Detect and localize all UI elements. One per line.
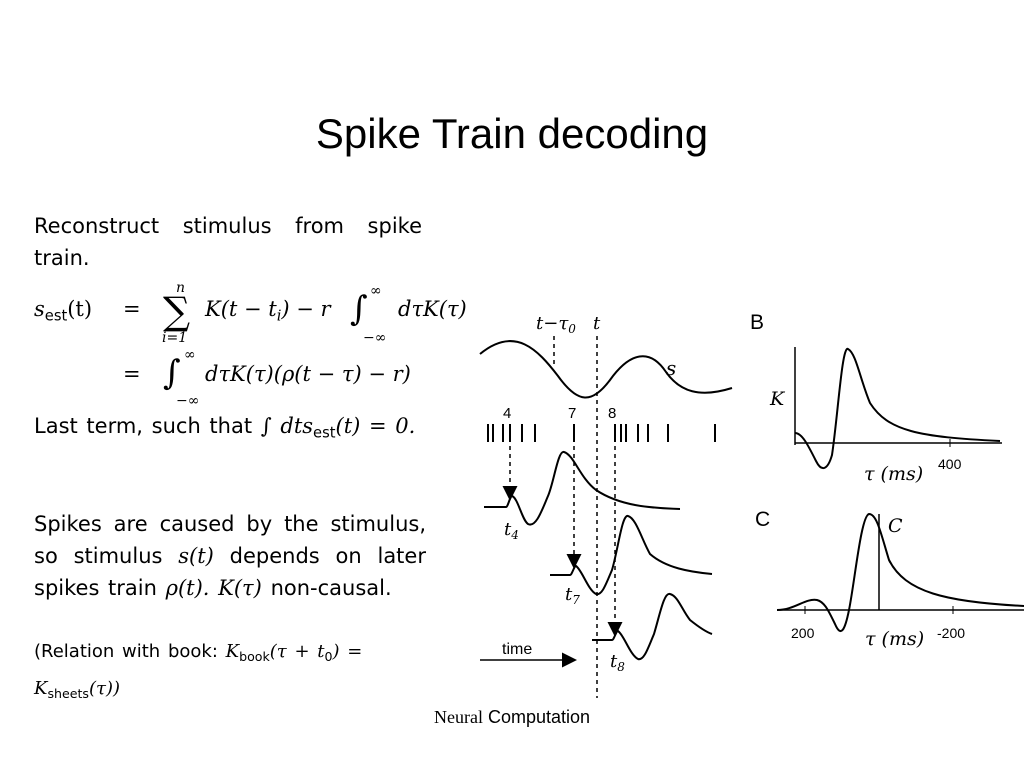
int2-upper: ∞ [184, 347, 196, 363]
panel-c: C C 200 τ (ms) -200 [755, 508, 1024, 650]
response-t8 [592, 593, 713, 661]
stimulus-curve [479, 340, 733, 399]
label-t-minus-tau0: t−τ0 [536, 313, 576, 336]
eq1-rhs-a: K(t − ti) − r [205, 297, 331, 325]
time-label: time [502, 641, 532, 658]
eq1-rhs-c: dτK(τ) [398, 297, 467, 321]
spike-index-8: 8 [608, 405, 616, 422]
int1-symbol: ∫ [350, 289, 368, 329]
int2-lower: −∞ [176, 393, 200, 409]
panel-c-tick-label-minus200: -200 [937, 625, 965, 641]
eq2-rhs: dτK(τ)(ρ(t − τ) − r) [205, 362, 411, 386]
panel-b: B K τ (ms) 400 [750, 311, 1002, 485]
decoding-diagram: t−τ0 t s 4 7 8 t4 t7 t8 time [479, 313, 733, 698]
slide-title: Spike Train decoding [315, 110, 709, 157]
response-t4 [484, 450, 681, 526]
label-t7: t7 [565, 584, 580, 607]
panel-c-xlabel: τ (ms) [865, 628, 924, 650]
slide-footer: Neural Computation [433, 707, 591, 727]
eq1-lhs: sest(t) [34, 297, 93, 325]
sum-symbol: ∑ [163, 289, 191, 333]
panel-b-label: B [750, 311, 764, 334]
sum-upper: n [176, 280, 186, 296]
relation-text: (Relation with book: Kbook(τ + t0) = Ksh… [34, 641, 363, 701]
label-t4: t4 [504, 519, 519, 542]
response-t7 [550, 514, 713, 596]
label-t: t [593, 313, 601, 334]
panel-c-curve-label: C [888, 515, 903, 537]
int1-lower: −∞ [363, 330, 387, 346]
spikes-text: Spikes are caused by the stimulus, so st… [34, 512, 426, 600]
panel-b-tick-400: 400 [938, 456, 962, 472]
kernel-curve-b [794, 347, 1001, 470]
eq2-equals: = [123, 362, 141, 386]
int2-symbol: ∫ [163, 353, 181, 393]
label-s: s [666, 356, 676, 380]
eq1-equals: = [123, 297, 141, 321]
last-term-text: Last term, such that ∫ dtsest(t) = 0. [34, 414, 416, 442]
panel-c-label: C [755, 508, 770, 531]
panel-b-ylabel: K [769, 388, 786, 410]
intro-text: Reconstruct stimulus from spike train. [34, 214, 422, 270]
label-t8: t8 [610, 651, 625, 674]
spike-train [487, 424, 716, 442]
spike-index-4: 4 [503, 405, 511, 422]
kernel-curve-c [776, 512, 1024, 632]
panel-c-tick-label-200: 200 [791, 625, 815, 641]
spike-index-7: 7 [568, 405, 576, 422]
sum-lower: i=1 [162, 330, 188, 346]
panel-b-xlabel: τ (ms) [864, 463, 923, 485]
int1-upper: ∞ [370, 283, 382, 299]
